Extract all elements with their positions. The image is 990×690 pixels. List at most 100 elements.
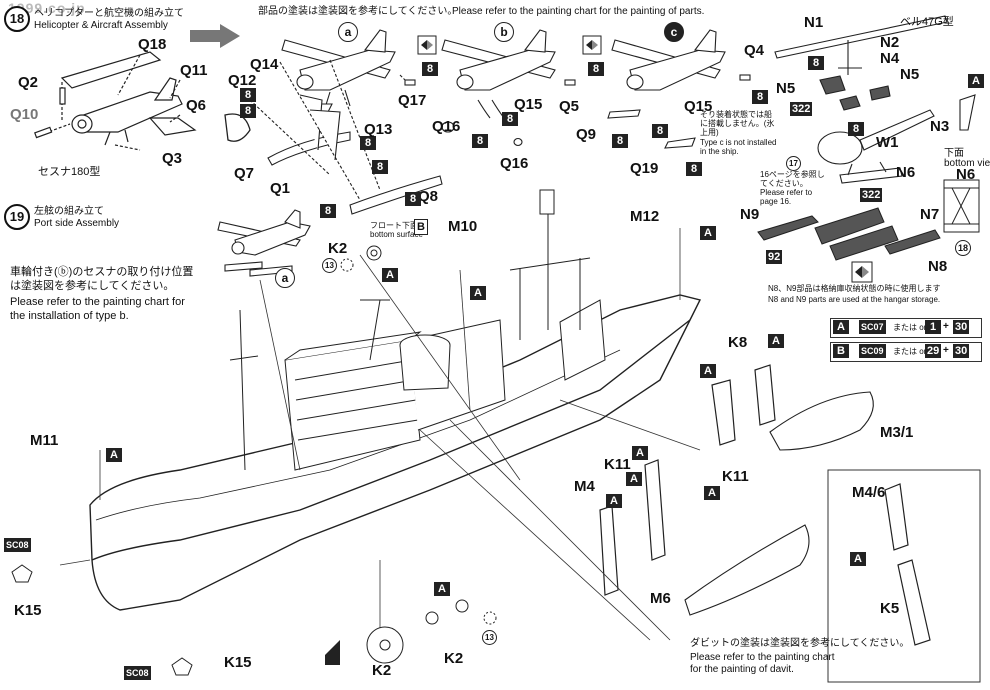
circled-13: 13 [482, 630, 497, 645]
part-q19: Q19 [630, 160, 659, 177]
wheel-note-jp-1: 車輪付き(ⓑ)のセスナの取り付け位置 [10, 266, 194, 278]
type-c-note-jp: そり装着状態では船に搭載しません。(氷上用) [700, 110, 775, 137]
paint-A: A [704, 486, 720, 500]
part-k15-b: K15 [224, 654, 252, 671]
part-q9: Q9 [576, 126, 597, 143]
bell-caption: ベル47G型 [900, 16, 954, 28]
part-w1: W1 [876, 134, 899, 151]
circled-17: 17 [786, 156, 801, 171]
cessna-caption: セスナ180型 [38, 166, 101, 178]
part-q15-b: Q15 [684, 98, 713, 115]
part-q7: Q7 [234, 165, 255, 182]
legend-v1: 1 [925, 320, 941, 334]
type-c-note-en: Type c is not installed in the ship. [700, 138, 777, 156]
davit-note-en-1: Please refer to the painting chart [690, 652, 835, 663]
legend-plus: + [943, 345, 949, 356]
legend-code: SC09 [859, 344, 886, 358]
part-k15: K15 [14, 602, 42, 619]
part-n1: N1 [804, 14, 824, 31]
paint-8: 8 [848, 122, 864, 136]
circled-13: 13 [322, 258, 337, 273]
paint-8: 8 [686, 162, 702, 176]
paint-92: 92 [766, 250, 783, 264]
part-q1: Q1 [270, 180, 291, 197]
part-q12: Q12 [228, 72, 257, 89]
variant-a-label: a [338, 22, 358, 42]
legend-v2: 30 [953, 320, 970, 334]
paint-322: 322 [860, 188, 883, 202]
lifeboats [684, 391, 874, 616]
paint-8: 8 [808, 56, 824, 70]
part-q11: Q11 [180, 62, 208, 79]
wheel-note-en-1: Please refer to the painting chart for [10, 296, 185, 308]
paint-8: 8 [588, 62, 604, 76]
step-19-title-en: Port side Assembly [34, 218, 120, 229]
paint-A: A [700, 226, 716, 240]
part-k2-b: K2 [372, 662, 392, 679]
part-m12: M12 [630, 208, 660, 225]
float-bottom-en: bottom surface [370, 230, 423, 239]
paint-A: A [768, 334, 784, 348]
step-18-title-jp: ヘリコプターと航空機の組み立て [34, 8, 184, 19]
step-19-number: 19 [4, 204, 30, 230]
part-n5-b: N5 [900, 66, 920, 83]
part-k11-b: K11 [722, 468, 749, 485]
part-q6: Q6 [186, 97, 207, 114]
legend-v2: 30 [953, 344, 970, 358]
float-bottom-jp: フロート下面 [370, 221, 418, 230]
paint-A: A [632, 446, 648, 460]
step-18-title-en: Helicopter & Aircraft Assembly [34, 20, 168, 31]
part-n8: N8 [928, 258, 948, 275]
variant-a-label-2: a [275, 268, 295, 288]
paint-8: 8 [240, 88, 256, 102]
bottom-view-en: bottom view [944, 158, 990, 169]
legend-plus: + [943, 321, 949, 332]
paint-8: 8 [752, 90, 768, 104]
legend-row-b: B SC09 または or 29 + 30 [830, 342, 982, 362]
bell47-helicopter [774, 15, 976, 184]
davit-note-jp: ダビットの塗装は塗装図を参考にしてください。 [690, 638, 910, 649]
legend-code: SC07 [859, 320, 886, 334]
bottom-view-jp: 下面 [944, 148, 964, 159]
wheel-note-jp-2: は塗装図を参考にしてください。 [10, 280, 175, 292]
legend-key: B [833, 344, 849, 358]
part-q14: Q14 [250, 56, 279, 73]
part-m10: M10 [448, 218, 478, 235]
part-m11: M11 [30, 432, 59, 449]
step-18-number: 18 [4, 6, 30, 32]
variant-c-label: c [664, 22, 684, 42]
legend-or: または or [893, 323, 927, 332]
part-q2: Q2 [18, 74, 39, 91]
part-q17: Q17 [398, 92, 427, 109]
part-m4: M4 [574, 478, 595, 495]
part-k11: K11 [604, 456, 631, 473]
paint-8: 8 [422, 62, 438, 76]
davits [599, 364, 931, 646]
part-k8: K8 [728, 334, 748, 351]
part-n5: N5 [776, 80, 796, 97]
paint-A: A [434, 582, 450, 596]
part-q16: Q16 [432, 118, 461, 135]
paint-A: A [606, 494, 622, 508]
k5-inset-frame [827, 469, 981, 683]
part-q16-b: Q16 [500, 155, 529, 172]
paint-A: A [850, 552, 866, 566]
part-q18: Q18 [138, 36, 167, 53]
part-q13: Q13 [364, 121, 393, 138]
paint-B: B [414, 219, 428, 235]
part-n3: N3 [930, 118, 950, 135]
part-n2: N2 [880, 34, 900, 51]
part-n9: N9 [740, 206, 760, 223]
header-note-en: Please refer to the painting chart for t… [452, 6, 705, 17]
paint-8: 8 [472, 134, 488, 148]
davit-note-en-2: for the painting of davit. [690, 664, 794, 675]
decal-icon [325, 640, 340, 665]
paint-8: 8 [612, 134, 628, 148]
k2-parts [340, 245, 497, 664]
paint-8: 8 [360, 136, 376, 150]
paint-sc08: SC08 [124, 666, 151, 680]
hangar-note-jp: N8、N9部品は格納庫収納状態の時に使用します [768, 284, 941, 293]
part-n6-b: N6 [956, 166, 976, 183]
part-q15: Q15 [514, 96, 543, 113]
